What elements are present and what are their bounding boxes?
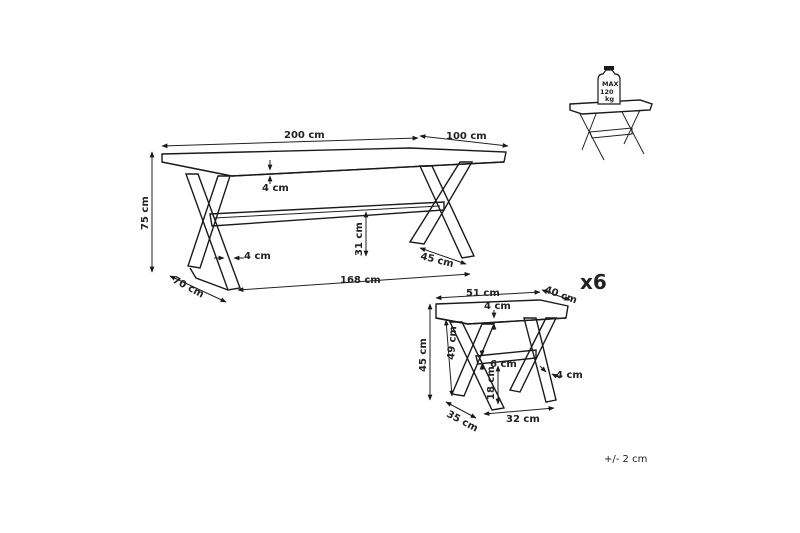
bench-right-leg-b [508,317,558,393]
label-bench-stretcher-thickness: 6 cm [490,359,517,370]
label-table-cross: 45 cm [419,251,454,270]
label-bench-length: 51 cm [466,288,500,299]
dim-arrow-bench-leg-a [539,365,547,373]
label-table-length: 200 cm [284,130,325,141]
table-right-leg-a [418,165,476,259]
dim-line-base-length [237,271,471,293]
bench-right-leg-a [523,317,557,403]
dim-line-cross [419,247,467,265]
table-drawing [161,147,507,291]
table-top-edge [161,161,505,177]
bench-left-leg-b [451,323,496,397]
label-bench-height: 45 cm [418,338,429,372]
label-table-leg-thickness: 4 cm [244,251,271,262]
label-load-unit: kg [605,95,614,103]
dim-line-base-width [169,275,227,303]
bench-dimensions: 51 cm 40 cm 4 cm 45 cm 49 cm 6 cm 18 cm … [418,284,583,434]
label-table-base-width: 70 cm [171,275,206,301]
label-bench-base-length: 32 cm [506,414,540,425]
load-icon-bench-stretcher [589,127,633,139]
bench-top-edge [435,317,567,325]
label-bench-base-width: 35 cm [445,409,480,435]
label-bench-leg-height: 49 cm [446,326,459,360]
table-stretcher-line [213,205,441,219]
weight-icon-handle [604,66,614,70]
table-right-leg-b [408,161,474,245]
label-table-width: 100 cm [446,131,487,142]
label-bench-leg-thickness: 4 cm [556,370,583,381]
label-bench-quantity: x6 [580,270,607,294]
table-left-leg-b [187,175,231,269]
label-table-top-thickness: 4 cm [262,183,289,194]
dim-line-bench-width [541,289,571,301]
label-table-height: 75 cm [140,196,151,230]
label-load-max: MAX [602,80,619,88]
table-stretcher [209,201,445,227]
weight-icon [597,69,621,105]
dim-line-bench-base-length [483,406,555,416]
dim-line-bench-length [435,289,541,301]
dim-line-bench-leg-height [444,319,454,397]
label-table-stretcher-height: 31 cm [354,222,365,256]
label-load-value: 120 [600,88,614,96]
bench-stretcher [475,349,537,365]
label-table-base-length: 168 cm [340,275,381,286]
label-bench-width: 40 cm [543,284,578,306]
label-bench-top-thickness: 4 cm [484,301,511,312]
load-icon-bench-top [569,99,653,115]
load-icon: MAX 120 kg [569,66,653,161]
load-icon-bench-legs [579,109,645,161]
dim-line-bench-base-width [445,401,477,419]
dim-arrow-bench-leg-b [551,373,561,379]
dim-line-table-length [161,135,419,149]
label-tolerance: +/- 2 cm [604,454,647,465]
label-bench-stretcher-height: 18 cm [486,366,497,400]
dim-line-table-width [419,134,509,148]
